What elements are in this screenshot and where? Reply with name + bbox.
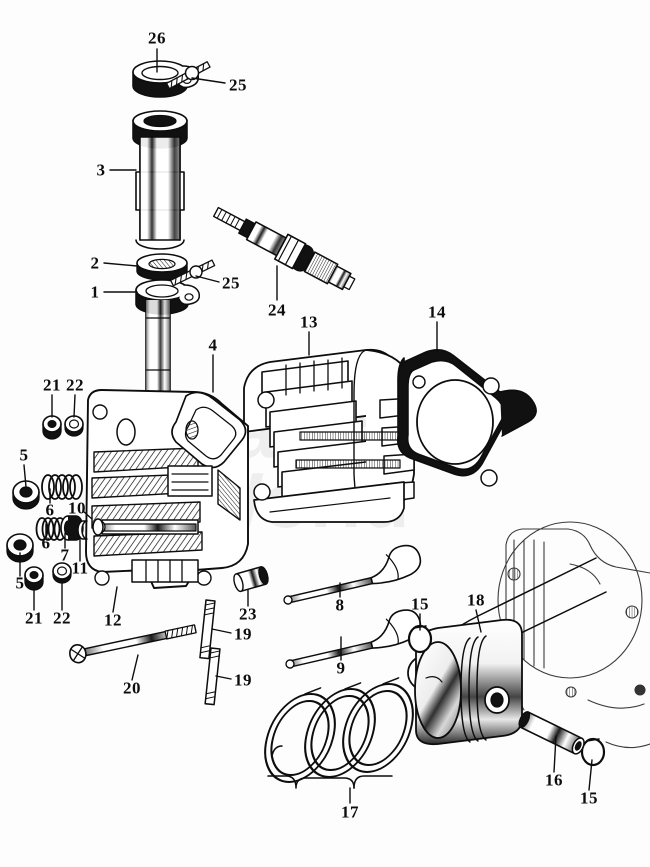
callout-label-17: 17 (341, 802, 359, 822)
part-20-cylinder-head-bolt-long (69, 624, 197, 664)
callout-label-15a: 15 (411, 594, 429, 614)
callout-label-9: 9 (336, 658, 346, 678)
part-10-valve-guide-seal (92, 518, 104, 536)
leader-line-15b (588, 759, 593, 791)
part-7-spring-seat (60, 515, 84, 541)
part-8-intake-valve (283, 544, 422, 605)
leader-line-12 (112, 586, 118, 613)
callout-label-1: 1 (90, 282, 100, 302)
leader-line-22a (73, 394, 76, 418)
callout-label-2: 2 (90, 253, 100, 273)
part-6-valve-spring-upper (41, 474, 83, 500)
callout-label-16: 16 (545, 770, 563, 790)
part-18-piston (414, 618, 523, 746)
callout-label-11: 11 (71, 558, 89, 578)
callout-label-26: 26 (148, 28, 166, 48)
callout-label-14: 14 (428, 302, 446, 322)
part-5-valve-spring-retainer-upper (12, 480, 40, 510)
callout-label-18: 18 (467, 590, 485, 610)
part-13-cylinder-head (243, 348, 415, 523)
callout-label-10: 10 (68, 498, 86, 518)
leader-line-18 (475, 609, 482, 633)
callout-label-19b: 19 (234, 670, 252, 690)
callout-label-22a: 22 (66, 375, 84, 395)
leader-line-20 (131, 654, 139, 681)
part-2-seal-washer (136, 253, 188, 281)
part-17-piston-ring-set (264, 677, 414, 789)
callout-label-13: 13 (300, 312, 318, 332)
callout-label-24: 24 (268, 300, 286, 320)
callout-leader-lines (19, 48, 593, 804)
part-16-piston-pin (518, 711, 585, 755)
part-19-cylinder-stud-lower (204, 647, 221, 706)
part-14-cylinder-head-gasket (396, 348, 537, 487)
leader-line-16 (553, 735, 557, 773)
part-23-dowel-pin (233, 566, 269, 593)
callout-label-21a: 21 (43, 375, 61, 395)
part-25-clamp-bolt-lower (170, 259, 216, 287)
callout-label-22b: 22 (53, 608, 71, 628)
leader-line-19b (215, 675, 232, 680)
leader-line-10 (82, 510, 93, 520)
callout-label-12: 12 (104, 610, 122, 630)
callout-label-6a: 6 (45, 500, 55, 520)
part-9-exhaust-valve (285, 609, 422, 669)
callout-label-7: 7 (60, 545, 70, 565)
part-3-tensioner-tube (132, 110, 188, 250)
callout-label-23: 23 (239, 604, 257, 624)
callout-label-15b: 15 (580, 788, 598, 808)
callout-label-3: 3 (96, 160, 106, 180)
callout-label-25a: 25 (229, 75, 247, 95)
leader-line-25b (195, 275, 220, 283)
part-24-spark-plug (212, 206, 356, 291)
callout-label-8: 8 (335, 595, 345, 615)
part-11-valve-collet (77, 520, 88, 540)
leader-line-25a (191, 77, 226, 84)
part-22-stud-washer-lower (52, 562, 72, 584)
callout-label-21b: 21 (25, 608, 43, 628)
callout-label-5a: 5 (19, 445, 29, 465)
callout-label-4: 4 (208, 335, 218, 355)
part-22-stud-washer-upper (64, 415, 84, 437)
callout-label-25b: 25 (222, 273, 240, 293)
part-21-stud-nut-upper (42, 415, 62, 440)
callout-label-19a: 19 (234, 624, 252, 644)
leader-line-5a (23, 464, 27, 488)
part-4-cylinder-head-cover (167, 391, 247, 521)
callout-label-6b: 6 (41, 533, 51, 553)
part-19-cylinder-stud-upper (199, 599, 216, 660)
callout-label-20: 20 (123, 678, 141, 698)
part-25-clamp-bolt-upper (165, 61, 211, 90)
callout-label-5b: 5 (15, 573, 25, 593)
part-21-stud-nut-lower (24, 566, 44, 591)
part-15-circlip-right (580, 737, 606, 767)
leader-line-19a (211, 628, 232, 634)
leader-line-2 (103, 262, 138, 267)
ghost-crankcase-outline (465, 521, 650, 749)
